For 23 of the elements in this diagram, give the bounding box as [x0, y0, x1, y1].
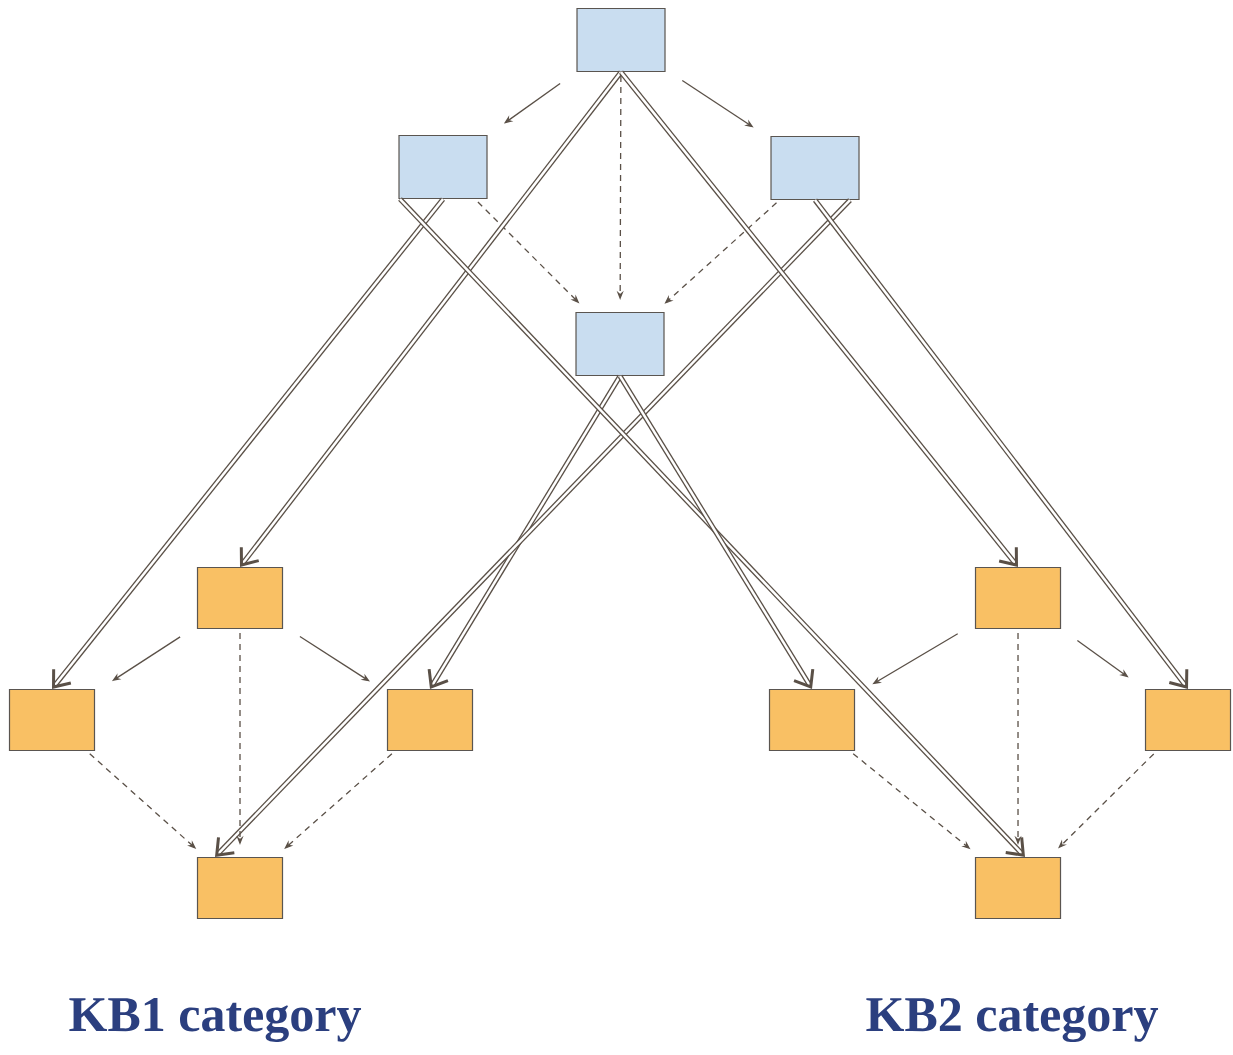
arrow [619, 70, 1018, 567]
arrow [239, 70, 624, 567]
process-box [974, 566, 1062, 630]
process-box [770, 135, 860, 201]
process-box [196, 566, 284, 630]
category-label: KB2 category [866, 997, 1159, 1043]
arrow [617, 374, 815, 689]
category-label: KB1 category [69, 998, 362, 1043]
arrow [52, 197, 445, 689]
process-box [8, 688, 96, 752]
process-box [575, 311, 665, 377]
process-box [768, 688, 856, 752]
arrow [215, 198, 852, 857]
arrow [398, 197, 1025, 857]
process-box [386, 688, 474, 752]
process-box [1144, 688, 1232, 752]
process-box [398, 134, 488, 200]
arrow [813, 198, 1189, 689]
process-box [576, 7, 666, 73]
arrow [284, 753, 393, 849]
arrow [427, 374, 623, 689]
process-box [974, 856, 1062, 920]
process-box [196, 856, 284, 920]
